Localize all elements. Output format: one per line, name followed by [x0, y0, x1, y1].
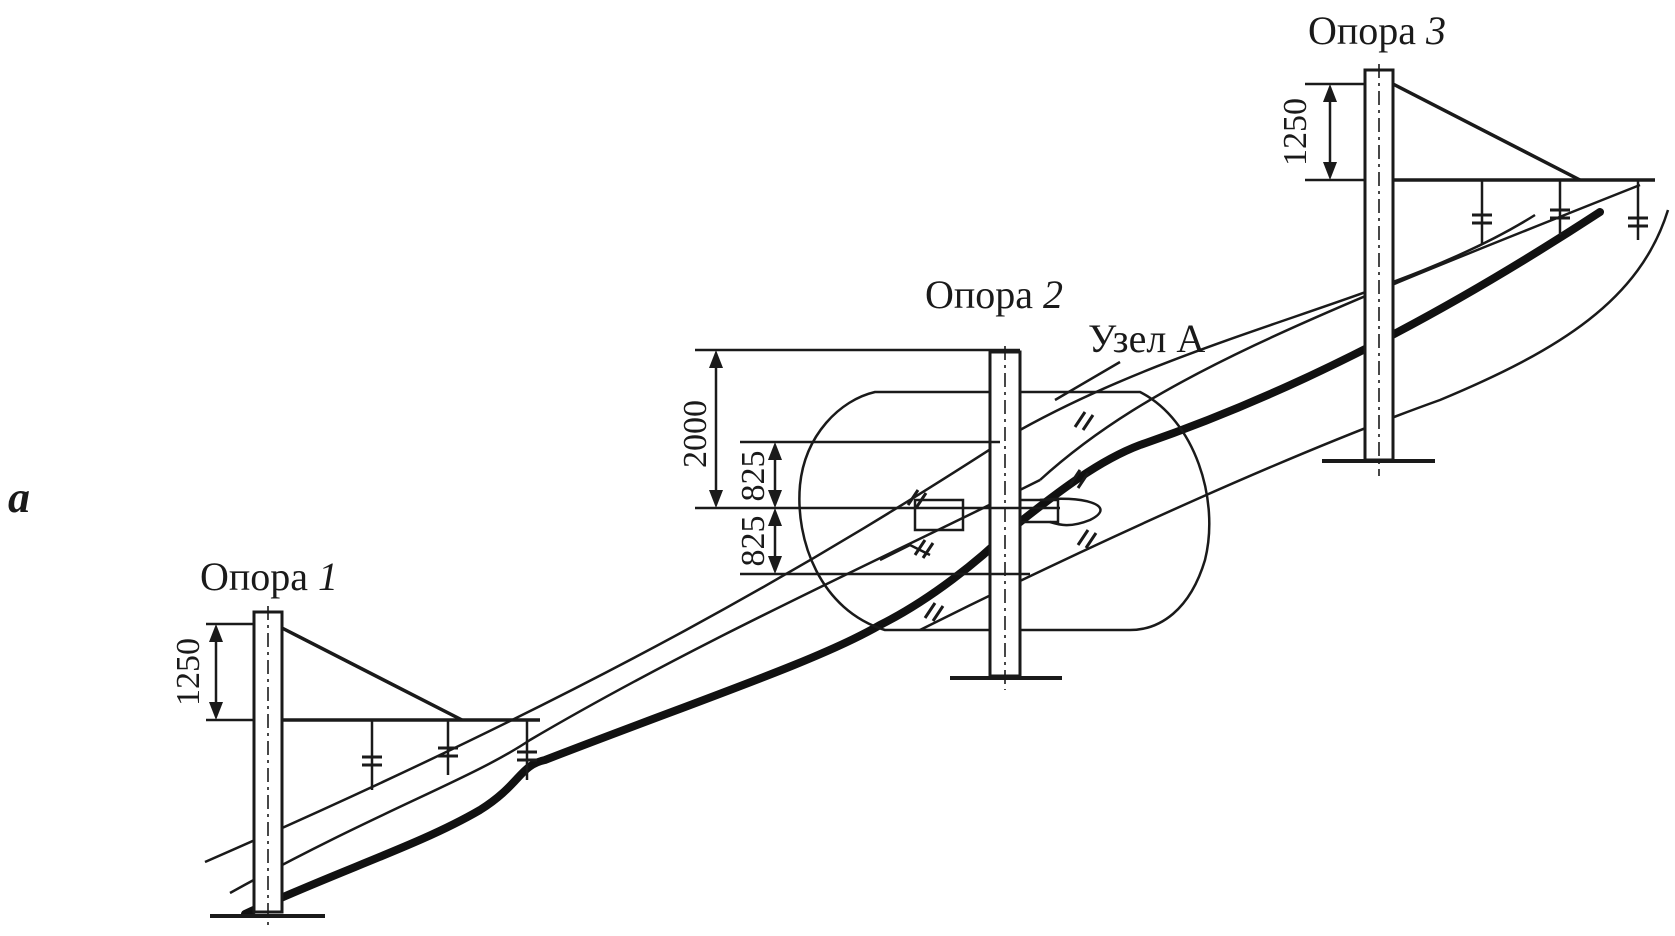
node-a-leader [1054, 360, 1121, 402]
pole-3: 1250 Опора 3 [1277, 8, 1655, 476]
main-contact-wire [241, 208, 1604, 918]
pole-1: 1250 Опора 1 [170, 554, 540, 930]
figure-letter: а [8, 473, 30, 522]
insulator-icon [362, 746, 537, 767]
middle-thin-wire-tail [1039, 183, 1641, 481]
upper-thin-wire [204, 213, 1536, 864]
pole-2-upper-label: 825 [735, 451, 772, 502]
insulator-icon [1472, 208, 1648, 228]
pole-1-height-label: 1250 [170, 638, 207, 706]
pole-3-brace [1392, 82, 1581, 182]
pole-3-dimension [1305, 82, 1365, 182]
pole-2-dimensions [709, 350, 782, 574]
pole-3-label: Опора 3 [1308, 8, 1446, 53]
insulator-icon [906, 411, 1098, 622]
pole-1-dimension [206, 622, 254, 722]
pole-2-total-label: 2000 [677, 400, 714, 468]
node-a-label: Узел А [1088, 316, 1205, 361]
lower-thin-wire [919, 209, 1670, 632]
pole-2-clamp [879, 497, 1102, 562]
pole-1-brace [281, 626, 463, 722]
pole-3-hangers [1480, 180, 1640, 245]
pole-3-height-label: 1250 [1277, 98, 1314, 166]
pole-2: 2000 825 825 Опора 2 Узел А [677, 272, 1211, 690]
pole-1-label: Опора 1 [200, 554, 338, 599]
middle-thin-wire [229, 478, 1041, 895]
pole-2-lower-label: 825 [735, 516, 772, 567]
pole-2-label: Опора 2 [925, 272, 1063, 317]
